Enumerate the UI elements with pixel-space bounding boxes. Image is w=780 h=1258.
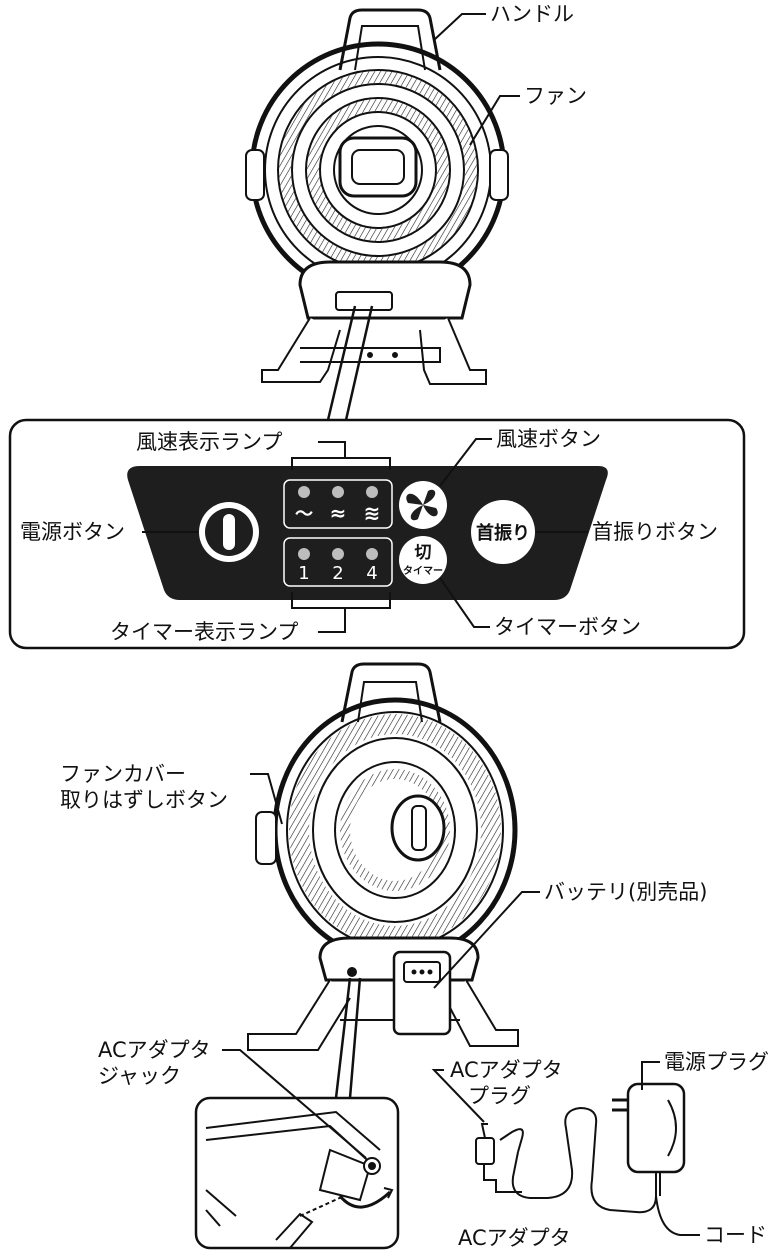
cord-label: コード (704, 1223, 767, 1247)
ac-adapter-set (475, 1082, 686, 1214)
speed-symbol-2: ≈ (329, 501, 347, 525)
ac-plug-label-2: プラグ (468, 1084, 531, 1108)
handle-label: ハンドル (490, 2, 574, 26)
fan-label: ファン (524, 84, 587, 108)
speed-lamp-label: 風速表示ランプ (136, 430, 283, 454)
jack-closeup (194, 1096, 400, 1250)
ac-adapter-label: ACアダプタ (458, 1226, 571, 1250)
ac-jack-label-2: ジャック (98, 1064, 181, 1088)
battery-label: バッテリ(別売品) (544, 880, 708, 904)
speed-symbol-3: ≋ (363, 501, 381, 525)
timer-button-label: タイマーボタン (494, 615, 641, 639)
timer-lamp-label: タイマー表示ランプ (110, 620, 299, 644)
speed-symbol-1: ～ (295, 504, 313, 525)
control-panel (127, 466, 608, 600)
ac-plug-label-1: ACアダプタ (450, 1058, 563, 1082)
swing-button-label: 首振りボタン (592, 520, 718, 544)
timer-value-1: 1 (298, 562, 310, 584)
power-button-graphic (199, 502, 259, 562)
timer-value-2: 2 (332, 562, 344, 584)
power-plug-label: 電源プラグ (664, 1050, 769, 1074)
cover-release-label-2: 取りはずしボタン (60, 788, 228, 812)
ac-jack-label-1: ACアダプタ (98, 1038, 211, 1062)
top-fan (245, 8, 509, 385)
speed-button-label: 風速ボタン (496, 427, 601, 451)
cover-release-label-1: ファンカバー (60, 762, 186, 786)
bottom-fan (247, 662, 519, 1051)
timer-value-4: 4 (366, 562, 378, 584)
speed-fan-icon (399, 481, 447, 529)
timer-icon-kanji: 切 (414, 542, 432, 563)
swing-icon-text: 首振り (476, 523, 530, 544)
power-button-label: 電源ボタン (20, 520, 125, 544)
timer-icon-text: タイマー (403, 565, 443, 577)
